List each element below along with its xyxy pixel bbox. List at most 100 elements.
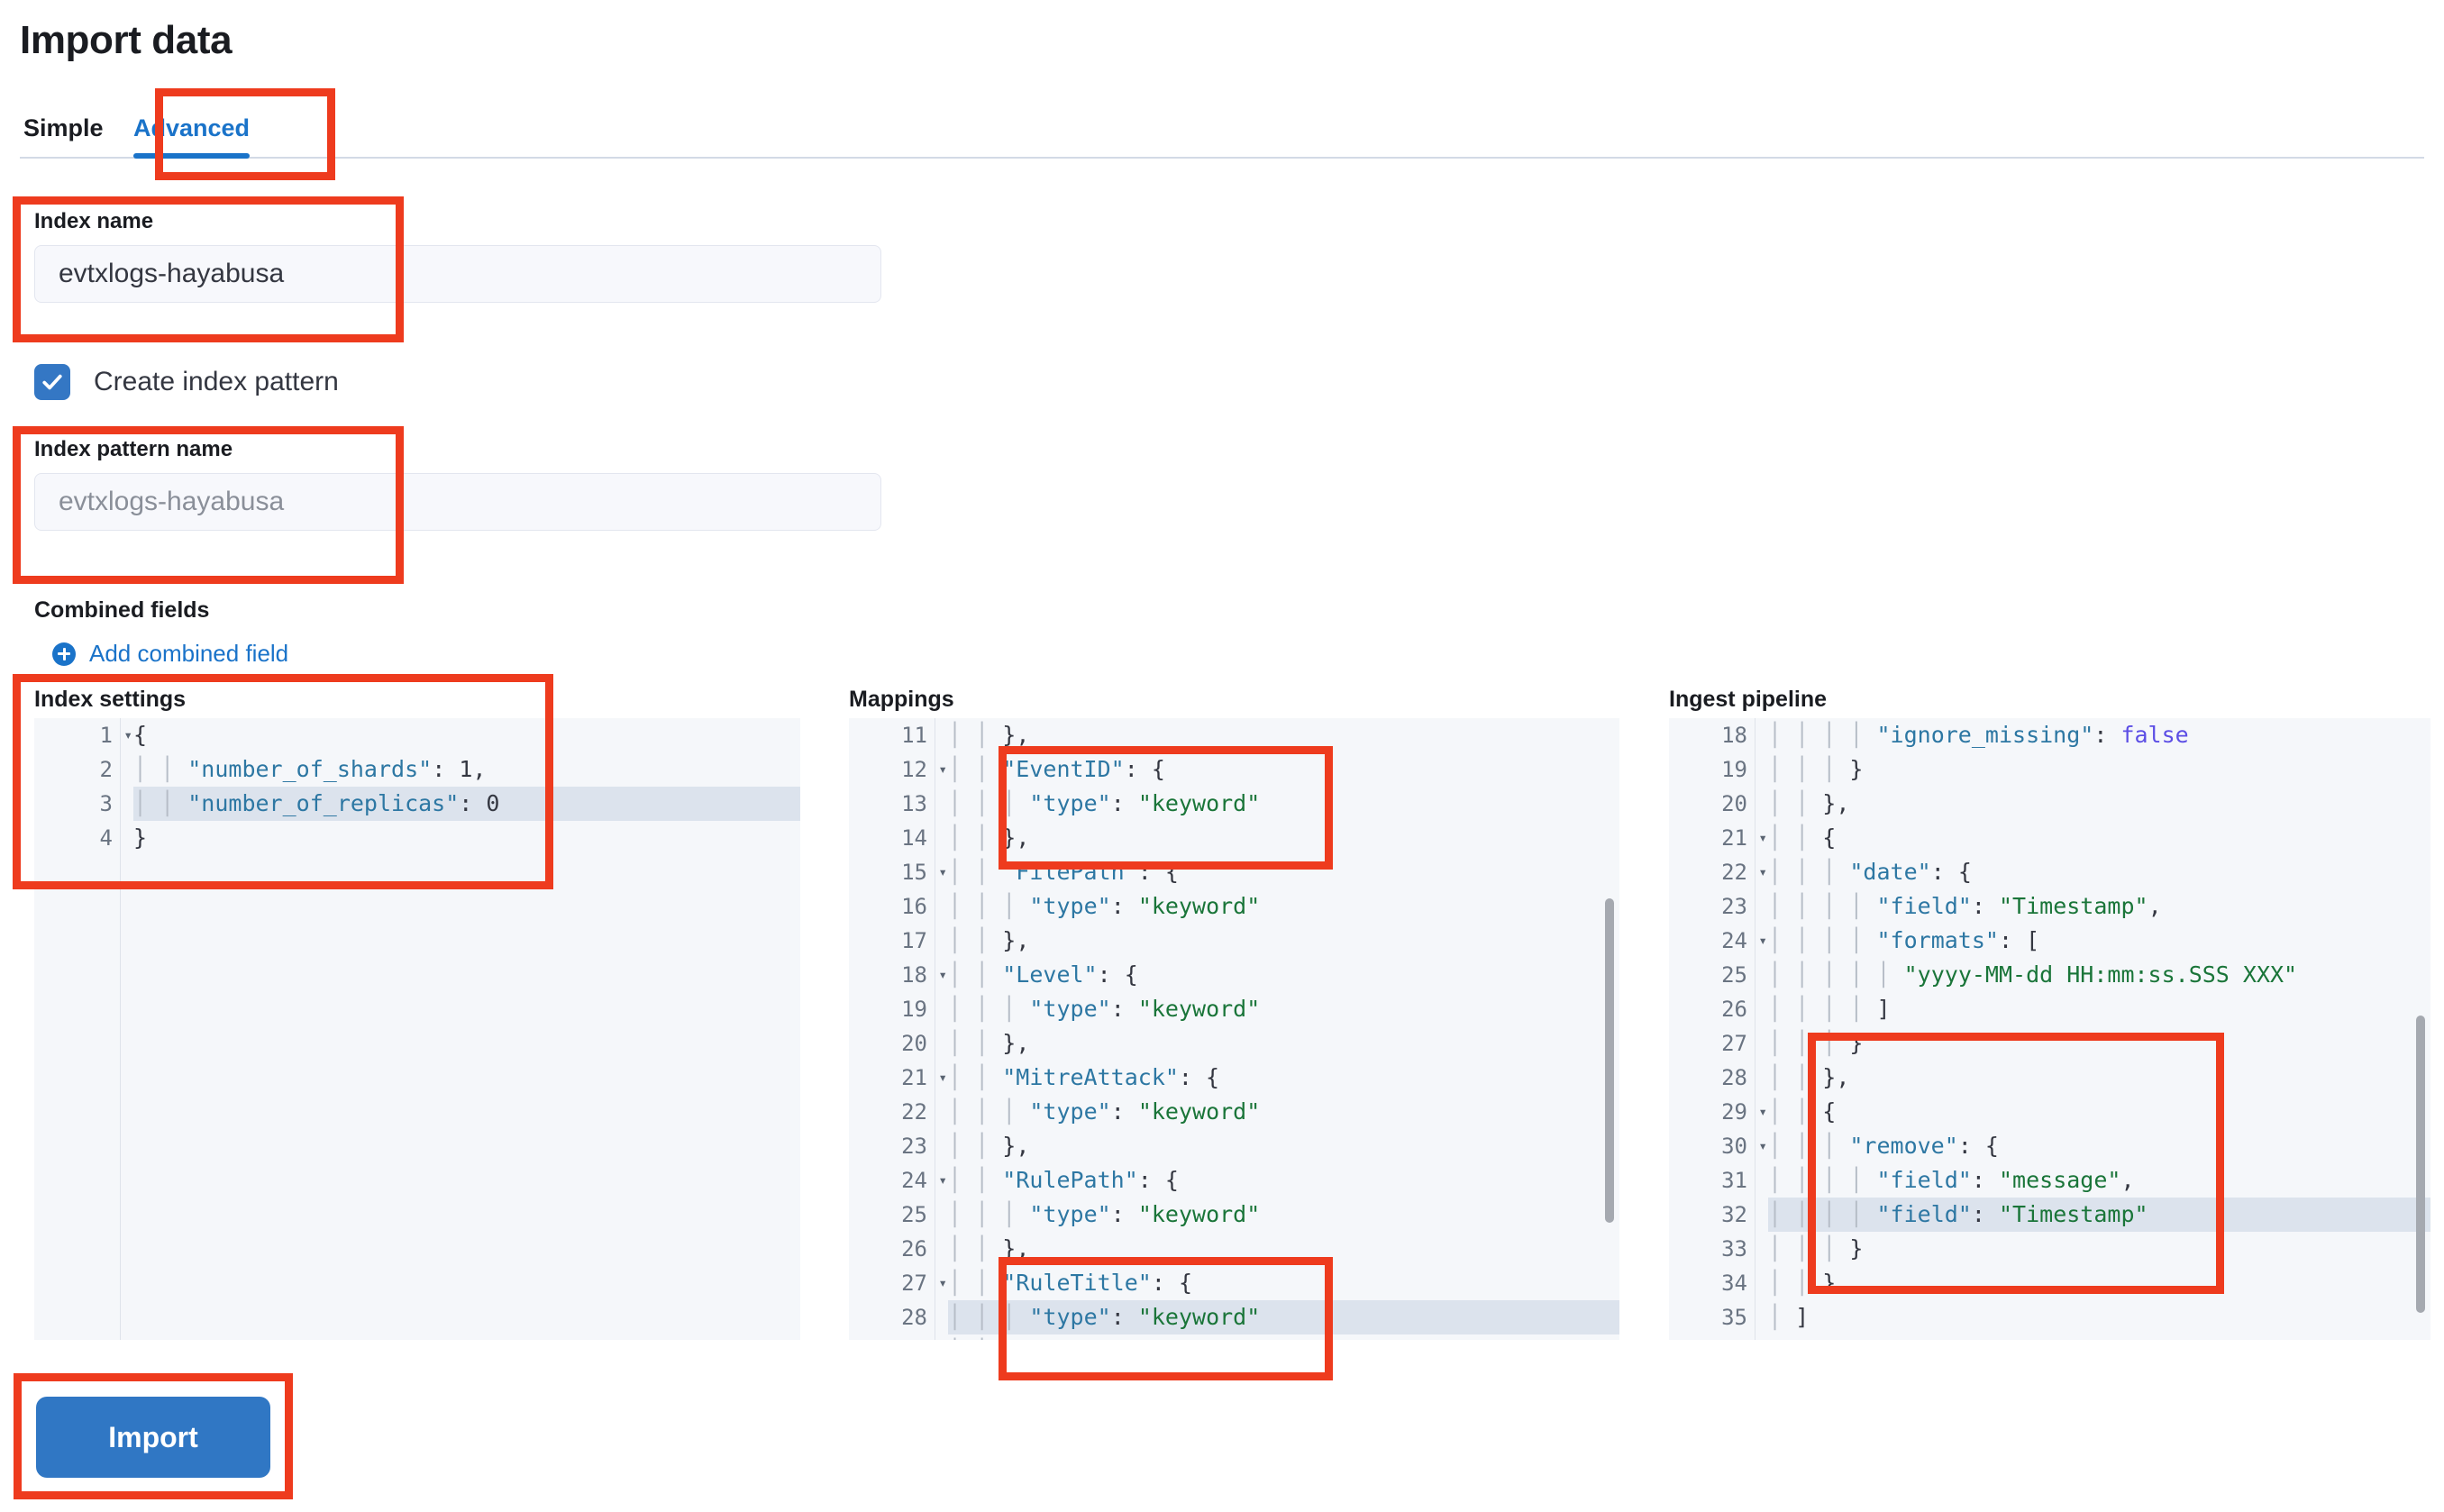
code-line: │ │ },	[948, 824, 1030, 851]
line-number: 18	[1721, 723, 1747, 748]
code-line: │ │ │ "type": "keyword"	[948, 1201, 1261, 1227]
code-line: │ ]	[1768, 1304, 1810, 1330]
code-line: │ │ },	[1768, 790, 1850, 816]
create-index-pattern-checkbox[interactable]	[34, 364, 70, 400]
create-index-pattern-row[interactable]: Create index pattern	[34, 364, 339, 400]
code-line: │ │ "EventID": {	[948, 756, 1165, 782]
code-line: │ │ }	[1768, 1270, 1837, 1296]
import-button[interactable]: Import	[36, 1397, 270, 1478]
tab-advanced[interactable]: Advanced	[130, 97, 253, 159]
code-line: │ │ "number_of_replicas": 0	[133, 787, 800, 821]
line-number: 24▾	[1721, 928, 1767, 953]
code-line: │ │ │ "type": "keyword"	[948, 790, 1261, 816]
mappings-title: Mappings	[849, 687, 954, 712]
index-settings-gutter: 1▾ 2 3 4	[34, 718, 132, 1340]
ingest-pipeline-scrollbar[interactable]	[2416, 1016, 2425, 1313]
code-line: │ │ },	[948, 927, 1030, 953]
combined-fields-label: Combined fields	[34, 597, 210, 623]
line-number: 20	[901, 1031, 927, 1056]
line-number: 34	[1721, 1271, 1747, 1296]
code-line: │ │ "Level": {	[948, 961, 1138, 988]
line-number: 3	[99, 791, 113, 816]
line-number: 28	[1721, 1065, 1747, 1090]
line-number: 19	[901, 997, 927, 1022]
line-number: 1▾	[99, 723, 132, 748]
index-name-label: Index name	[34, 209, 154, 233]
tab-bar-divider	[20, 157, 2424, 159]
index-settings-title: Index settings	[34, 687, 187, 712]
ingest-pipeline-title: Ingest pipeline	[1669, 687, 1828, 712]
code-line: │ │ │ "date": {	[1768, 859, 1972, 885]
code-line: │ │ │ }	[1768, 1030, 1864, 1056]
index-settings-code[interactable]: {│ │ "number_of_shards": 1,│ │ "number_o…	[121, 718, 800, 1340]
code-line: │ │ │ }	[1768, 1235, 1864, 1262]
code-line: │ │ "MitreAttack": {	[948, 1064, 1220, 1090]
line-number: 4	[99, 825, 113, 851]
code-line: │ │ │ "type": "keyword"	[948, 996, 1261, 1022]
line-number: 36	[1669, 1334, 1755, 1340]
index-pattern-name-input[interactable]: evtxlogs-hayabusa	[34, 473, 881, 531]
line-number: 18▾	[901, 962, 947, 988]
line-number: 32	[1721, 1202, 1747, 1227]
line-number: 2	[99, 757, 113, 782]
code-line: │ │ │ │ "field": "message",	[1768, 1167, 2135, 1193]
code-line: │ │ "number_of_shards": 1,	[133, 756, 487, 782]
code-line: │ │ │ │ "ignore_missing": false	[1768, 722, 2189, 748]
code-line: │ │ │ │ "field": "Timestamp",	[1768, 893, 2162, 919]
line-number: 30▾	[1721, 1134, 1767, 1159]
line-number: 22▾	[1721, 860, 1767, 885]
code-line: │ │ │ │ │ "yyyy-MM-dd HH:mm:ss.SSS XXX"	[1768, 961, 2298, 988]
line-number: 21▾	[1721, 825, 1767, 851]
line-number: 14	[901, 825, 927, 851]
code-line: │ │ {	[1768, 824, 1837, 851]
code-line: │ │ │ }	[1768, 756, 1864, 782]
line-number: 20	[1721, 791, 1747, 816]
code-line: │ │ },	[948, 722, 1030, 748]
line-number: 25	[901, 1202, 927, 1227]
line-number: 21▾	[901, 1065, 947, 1090]
code-line: │ │ "RulePath": {	[948, 1167, 1179, 1193]
code-line: │ │ "FilePath": {	[948, 859, 1179, 885]
mappings-scrollbar[interactable]	[1605, 898, 1614, 1223]
code-line: │ │ │ │ "formats": [	[1768, 927, 2040, 953]
page-title: Import data	[20, 18, 233, 62]
line-number: 13	[901, 791, 927, 816]
line-number: 33	[1721, 1236, 1747, 1262]
add-combined-field-label: Add combined field	[89, 640, 289, 667]
ingest-pipeline-code[interactable]: │ │ │ │ "ignore_missing": false │ │ │ } │ …	[1755, 718, 2430, 1340]
plus-circle-icon	[52, 642, 76, 666]
line-number: 23	[901, 1134, 927, 1159]
create-index-pattern-label: Create index pattern	[94, 367, 339, 396]
line-number: 29	[849, 1334, 935, 1340]
code-line: │ │ },	[948, 1133, 1030, 1159]
line-number: 31	[1721, 1168, 1747, 1193]
tab-simple[interactable]: Simple	[23, 114, 104, 141]
index-settings-panel: Index settings 1▾ 2 3 4 {│ │ "number_of_sha…	[34, 687, 800, 1340]
code-line: │ │ },	[948, 1334, 1619, 1340]
line-number: 25	[1721, 962, 1747, 988]
index-pattern-name-label: Index pattern name	[34, 437, 233, 461]
mappings-code[interactable]: │ │ }, │ │ "EventID": { │ │ │ "type": "key…	[935, 718, 1619, 1340]
line-number: 22	[901, 1099, 927, 1125]
line-number: 19	[1721, 757, 1747, 782]
line-number: 27	[1721, 1031, 1747, 1056]
line-number: 24▾	[901, 1168, 947, 1193]
line-number: 35	[1721, 1305, 1747, 1330]
code-line: │ │ │ │ "field": "Timestamp"	[1768, 1198, 2430, 1232]
line-number: 11	[901, 723, 927, 748]
index-name-input[interactable]: evtxlogs-hayabusa	[34, 245, 881, 303]
line-number: 28	[901, 1305, 927, 1330]
add-combined-field-link[interactable]: Add combined field	[52, 640, 288, 668]
line-number: 26	[901, 1236, 927, 1262]
code-line: │ │ │ "remove": {	[1768, 1133, 1999, 1159]
check-icon	[42, 374, 62, 390]
code-line: │ │ },	[1768, 1064, 1850, 1090]
index-settings-editor[interactable]: 1▾ 2 3 4 {│ │ "number_of_shards": 1,│ │ "nu…	[34, 718, 800, 1340]
